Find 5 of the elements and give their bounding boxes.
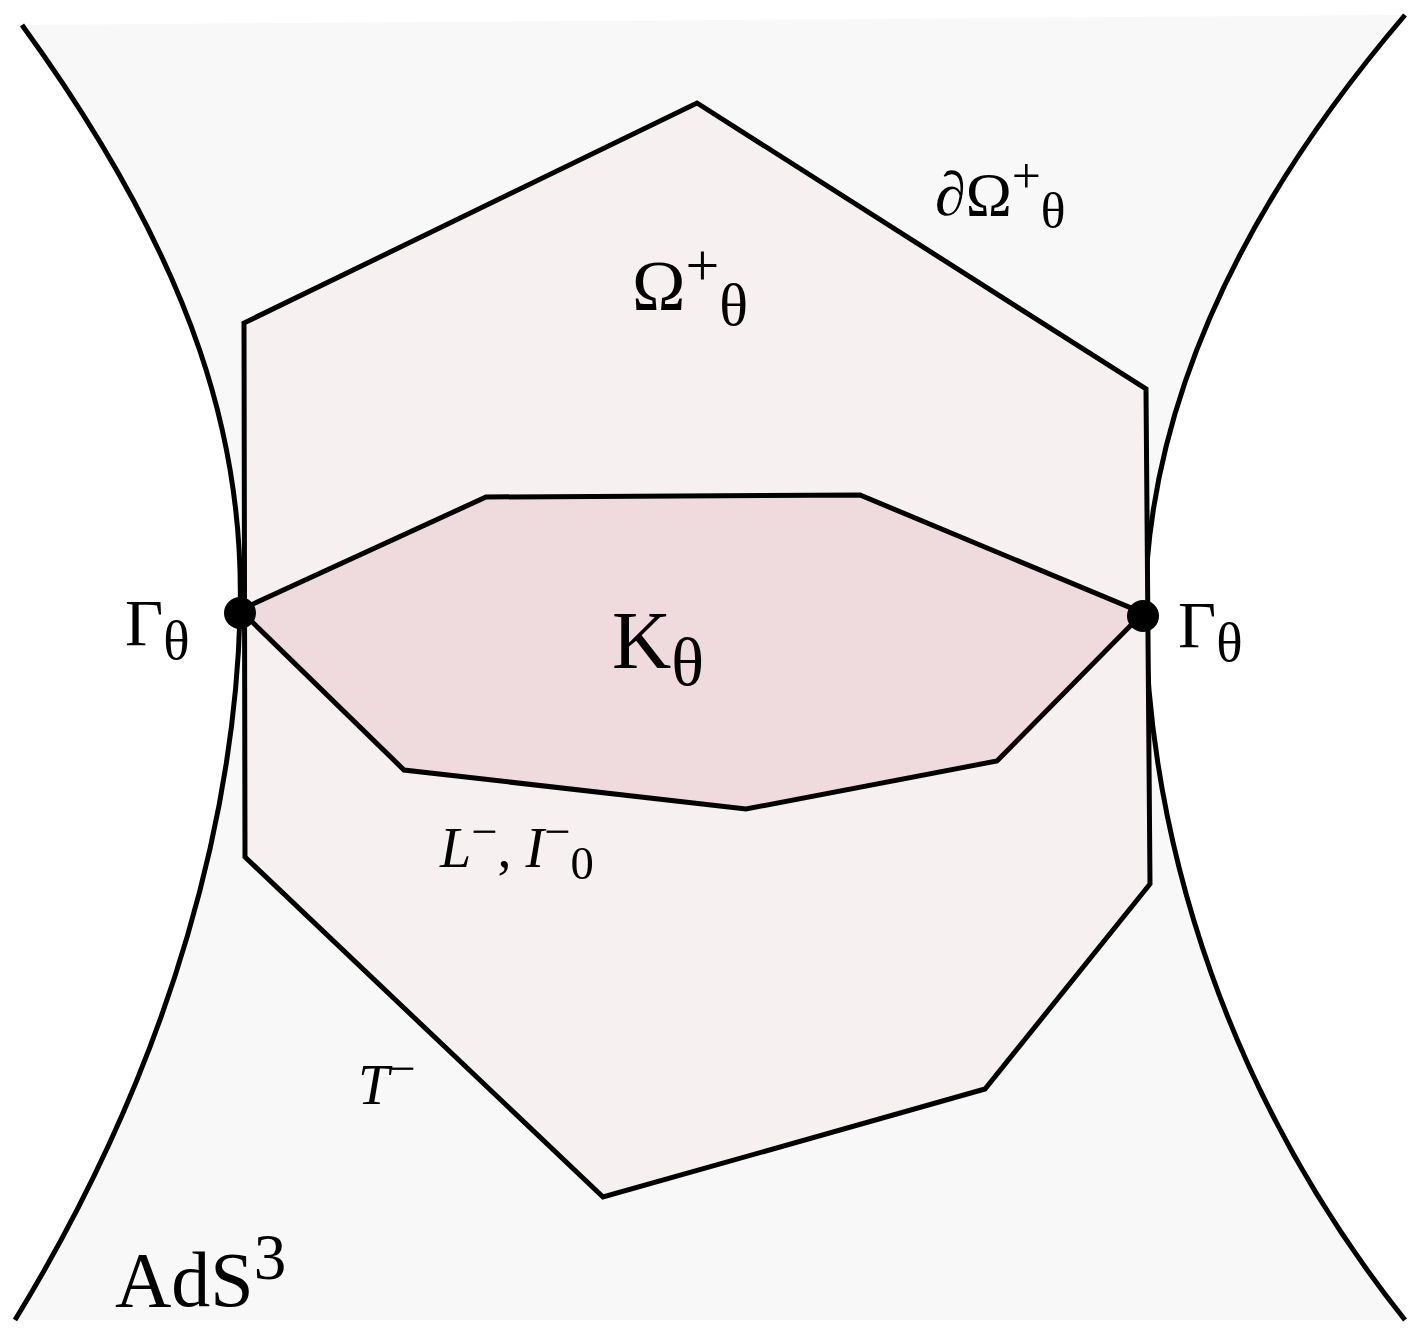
point-label: Γ$_{θ}$ <box>1178 592 1243 671</box>
region-label: K$_{θ}$ <box>612 600 704 697</box>
region-label: AdS$^{3}$ <box>115 1225 287 1319</box>
math-label: T$^{−}$ <box>358 1045 416 1113</box>
point-label: Γ$_{θ}$ <box>125 590 190 669</box>
